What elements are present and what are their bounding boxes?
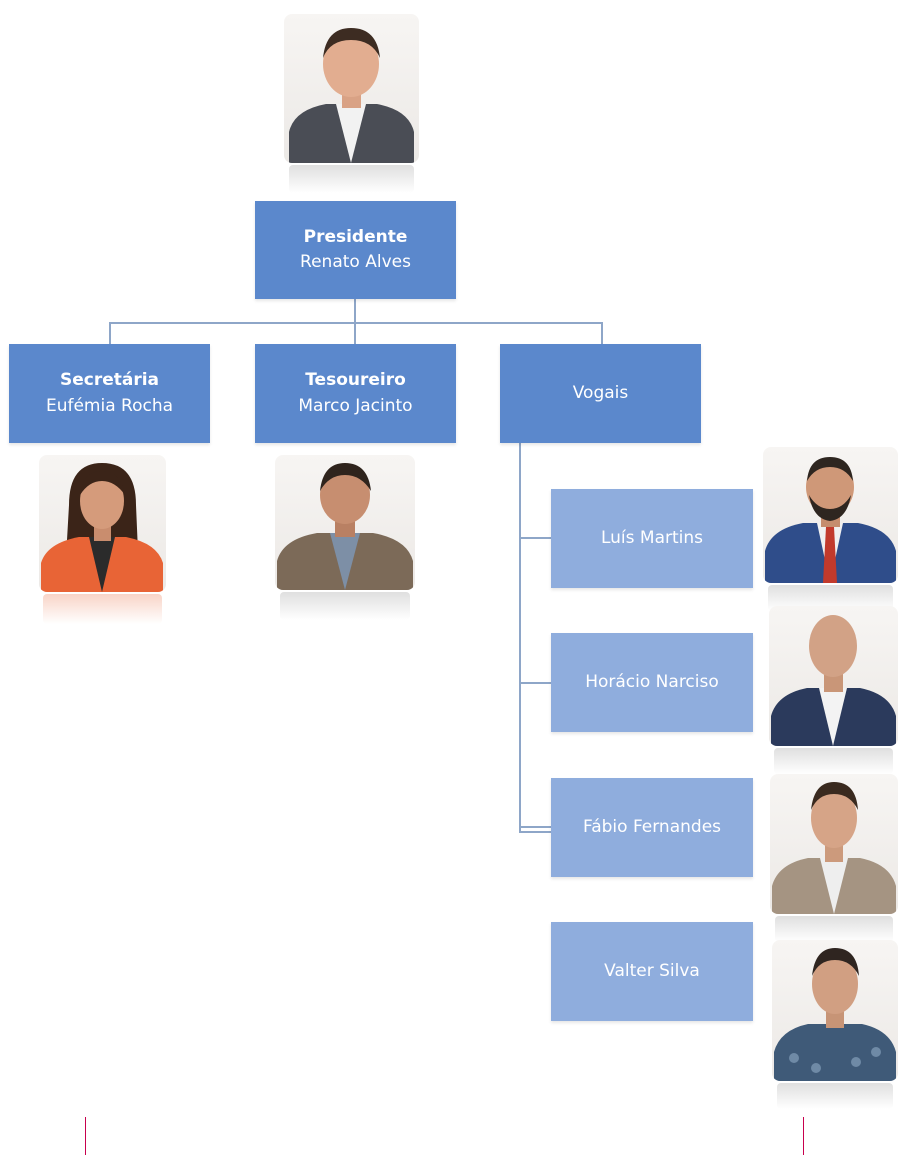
tesoureiro-photo-reflection [280,592,410,620]
left-edge-mark [85,1117,86,1155]
connector-to-secretaria [109,322,111,344]
right-edge-mark [803,1117,804,1155]
secretaria-role: Secretária [59,370,160,390]
connector-president-down [354,299,356,323]
vogal-box-3: Fábio Fernandes [551,778,753,877]
vogais-box: Vogais [500,344,701,443]
vogal-photo-2-reflection [774,748,893,774]
vogal-name-1: Luís Martins [600,527,704,548]
vogal-photo-1 [763,447,898,583]
secretaria-name: Eufémia Rocha [45,395,174,416]
president-role: Presidente [303,226,408,247]
vogal-box-1: Luís Martins [551,489,753,588]
president-photo-reflection [289,165,414,193]
president-name: Renato Alves [300,252,411,272]
connector-to-vogais [601,322,603,344]
vogal-photo-4 [772,940,898,1081]
secretaria-photo-reflection [43,594,162,624]
tesoureiro-box: Tesoureiro Marco Jacinto [255,344,456,443]
connector-vogal-2 [519,682,551,684]
vogal-name-4: Valter Silva [604,960,700,981]
vogal-box-4: Valter Silva [551,922,753,1021]
secretaria-photo [39,455,166,592]
secretaria-box: Secretária Eufémia Rocha [9,344,210,443]
vogal-name-3: Fábio Fernandes [582,816,722,837]
vogal-name-2: Horácio Narciso [585,671,719,692]
vogal-photo-3 [770,774,898,914]
connector-vogal-3 [519,826,551,828]
president-photo [284,14,419,163]
connector-to-tesoureiro [354,322,356,344]
vogal-photo-2 [769,606,898,746]
vogais-title: Vogais [572,382,629,403]
vogal-box-2: Horácio Narciso [551,633,753,732]
vogal-photo-4-reflection [777,1083,893,1109]
president-box: Presidente Renato Alves [255,201,456,299]
vogal-photo-3-reflection [775,916,893,942]
tesoureiro-name: Marco Jacinto [298,395,413,416]
connector-vogal-1 [519,537,551,539]
connector-vogais-trunk [519,443,521,832]
connector-vogal-4 [519,831,551,833]
tesoureiro-role: Tesoureiro [305,370,406,390]
tesoureiro-photo [275,455,415,590]
